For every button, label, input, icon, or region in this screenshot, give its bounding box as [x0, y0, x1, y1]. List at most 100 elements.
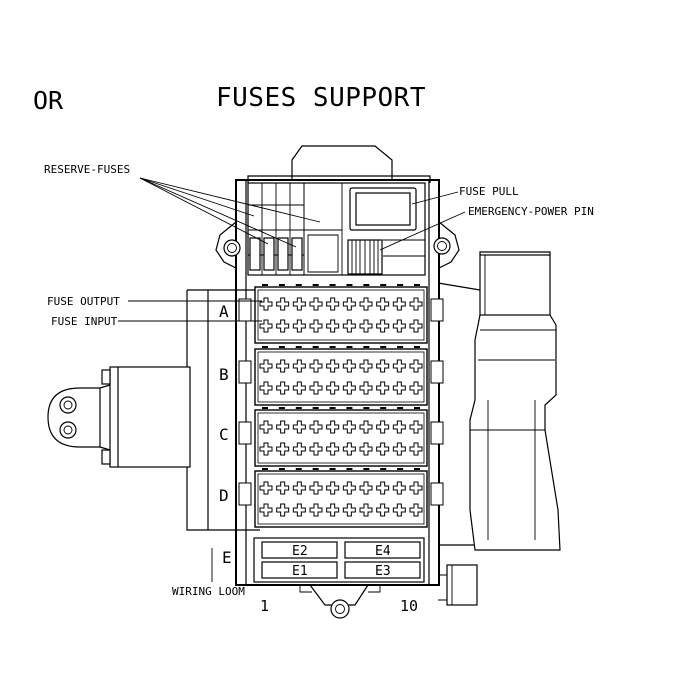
fuse-slot: [326, 297, 340, 311]
relay-e1: [261, 561, 338, 579]
fuse-slot: [292, 442, 306, 456]
fuse-slot: [259, 481, 273, 495]
fuse-slot: [276, 297, 290, 311]
fuse-slot: [376, 359, 390, 373]
fuse-slot: [276, 481, 290, 495]
row-label-e: E: [222, 548, 232, 567]
fuse-slot: [276, 442, 290, 456]
fuse-slot: [359, 420, 373, 434]
fuse-slot: [259, 420, 273, 434]
fuse-slot: [392, 297, 406, 311]
fuse-block-c: [238, 407, 444, 467]
mount-hole-icon: [433, 237, 451, 255]
left-mount-bracket: [47, 289, 260, 531]
fuse-slot: [342, 381, 356, 395]
fuse-slot: [326, 481, 340, 495]
fuse-slot: [309, 381, 323, 395]
bottom-mount-hole-icon: [330, 599, 350, 619]
callout-emergency-power-pin: EMERGENCY-POWER PIN: [468, 205, 594, 218]
fuse-slot: [342, 420, 356, 434]
fuse-slot: [276, 319, 290, 333]
fuse-slot: [392, 420, 406, 434]
relay-e2: [261, 541, 338, 559]
fuse-slot: [359, 319, 373, 333]
fuse-slot: [342, 319, 356, 333]
fuse-slot: [376, 319, 390, 333]
fuse-slot: [376, 297, 390, 311]
fuse-slot: [259, 381, 273, 395]
callout-fuse-output: FUSE OUTPUT: [47, 295, 120, 308]
fuse-slot: [359, 503, 373, 517]
fuse-slot: [392, 503, 406, 517]
row-label-b: B: [219, 365, 229, 384]
fuse-slot: [326, 359, 340, 373]
callout-reserve-fuses: RESERVE-FUSES: [44, 163, 130, 176]
fuse-slot: [292, 381, 306, 395]
column-number-first: 1: [260, 597, 269, 615]
relay-section: E2 E4 E1 E3: [253, 537, 425, 583]
fuse-slot: [376, 442, 390, 456]
fuse-slot: [376, 420, 390, 434]
row-label-c: C: [219, 425, 229, 444]
relay-e3: [344, 561, 421, 579]
fuse-slot: [309, 442, 323, 456]
fuse-slot: [392, 319, 406, 333]
fuse-slot: [342, 297, 356, 311]
fuse-slot: [276, 359, 290, 373]
fuse-slot: [326, 319, 340, 333]
top-section: [247, 175, 431, 276]
relay-e4: [344, 541, 421, 559]
fuse-slot: [409, 481, 423, 495]
fuse-slot: [392, 359, 406, 373]
fuse-slot: [342, 503, 356, 517]
fuse-slot: [326, 503, 340, 517]
bracket-bolt-icon: [59, 421, 77, 439]
fuse-slot: [309, 481, 323, 495]
fuse-slot: [276, 420, 290, 434]
fuse-slot: [326, 442, 340, 456]
fuse-slot: [292, 319, 306, 333]
fuse-block-d: [238, 468, 444, 528]
fuse-slot: [292, 297, 306, 311]
fuse-slot: [409, 297, 423, 311]
fuse-slot: [409, 359, 423, 373]
mount-hole-icon: [223, 239, 241, 257]
fuse-slot: [309, 297, 323, 311]
fuse-slot: [309, 420, 323, 434]
fuse-slot: [309, 359, 323, 373]
fuse-slot: [409, 381, 423, 395]
fuse-slot: [292, 359, 306, 373]
fuse-slot: [259, 297, 273, 311]
fuse-slot: [309, 503, 323, 517]
fuse-slot: [409, 442, 423, 456]
right-loom-duct: [437, 251, 561, 606]
fuse-slot: [359, 381, 373, 395]
fuse-slot: [376, 503, 390, 517]
fuse-slot: [259, 359, 273, 373]
fuse-box-body: [215, 145, 460, 619]
fuse-slot: [409, 420, 423, 434]
fuse-block-b: [238, 346, 444, 406]
callout-fuse-input: FUSE INPUT: [51, 315, 118, 328]
fuse-slot: [409, 319, 423, 333]
fuse-slot: [259, 319, 273, 333]
fuse-slot: [359, 481, 373, 495]
fuse-blocks: [238, 284, 444, 528]
bracket-bolt-icon: [59, 396, 77, 414]
column-number-last: 10: [400, 597, 418, 615]
fuse-slot: [359, 297, 373, 311]
relay-e4-label: E4: [375, 544, 391, 559]
fuse-slot: [376, 481, 390, 495]
fuse-slot: [276, 503, 290, 517]
row-label-a: A: [219, 302, 229, 321]
fuse-slot: [359, 442, 373, 456]
fuse-slot: [326, 420, 340, 434]
or-label: OR: [33, 86, 64, 115]
relay-e3-label: E3: [375, 564, 391, 579]
fuse-slot: [392, 481, 406, 495]
relay-e2-label: E2: [292, 544, 308, 559]
fuse-slot: [259, 442, 273, 456]
fuse-slot: [359, 359, 373, 373]
callout-fuse-pull: FUSE PULL: [459, 185, 519, 198]
